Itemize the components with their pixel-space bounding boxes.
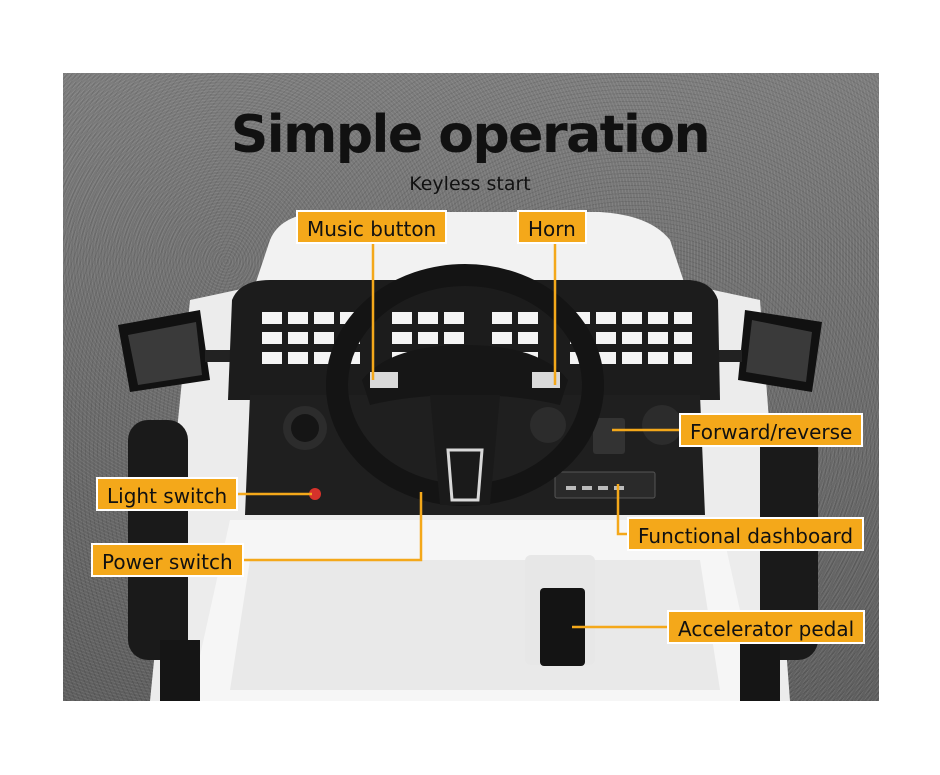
horn-callout: Horn <box>517 210 587 244</box>
light-switch-callout: Light switch <box>96 477 239 511</box>
steering-wheel <box>326 264 604 506</box>
power-switch-callout: Power switch <box>91 543 244 577</box>
music-button-callout: Music button <box>296 210 448 244</box>
functional-dashboard-callout: Functional dashboard <box>627 517 865 551</box>
side-mirrors <box>118 310 822 392</box>
forward-reverse-callout: Forward/reverse <box>679 413 864 447</box>
accelerator-pedal <box>525 555 595 666</box>
page-title: Simple operation <box>230 105 711 165</box>
page-subtitle: Keyless start <box>409 173 531 195</box>
leader-lines <box>236 244 683 629</box>
accelerator-pedal-callout: Accelerator pedal <box>667 610 866 644</box>
